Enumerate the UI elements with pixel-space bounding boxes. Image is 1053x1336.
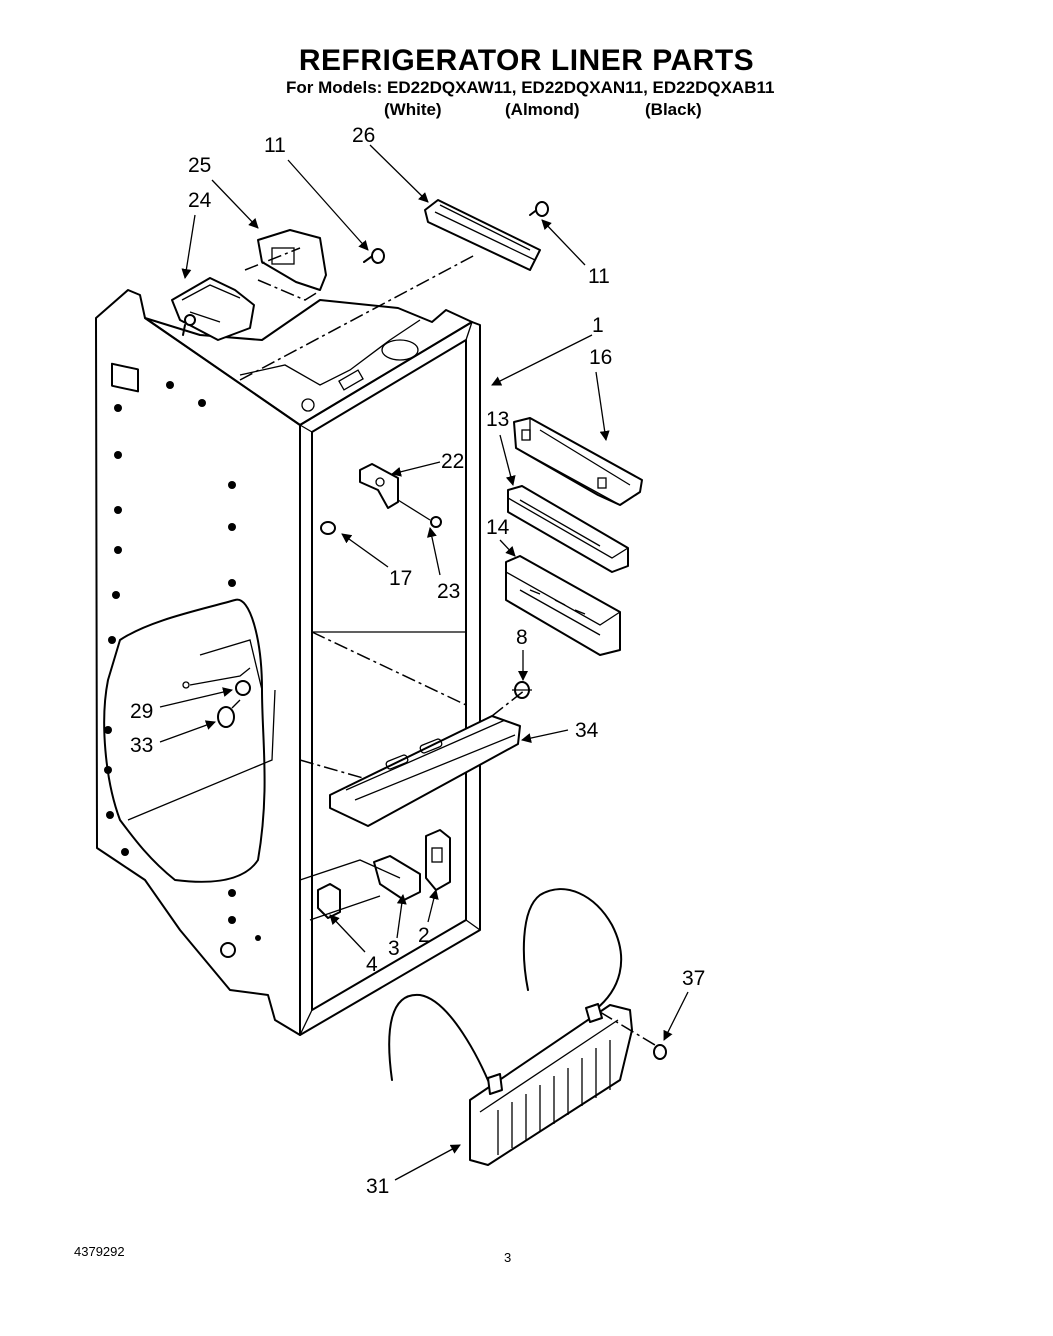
bracket-2: [425, 829, 451, 891]
color-almond: (Almond): [505, 100, 580, 119]
callout-31: 31: [366, 1175, 389, 1198]
screw-23: [397, 499, 442, 528]
light-shield-34: [329, 689, 526, 827]
callout-22: 22: [441, 450, 464, 473]
control-housing-24: [171, 277, 255, 341]
screw-11-right: [529, 201, 549, 217]
liner-cabinet: [95, 254, 481, 1036]
callout-34: 34: [575, 719, 599, 742]
callout-33: 33: [130, 734, 153, 757]
crisper-cover-16: [513, 417, 643, 506]
color-black: (Black): [645, 100, 702, 119]
callout-4: 4: [366, 953, 378, 976]
top-bracket-26: [424, 199, 541, 271]
callout-8: 8: [516, 626, 528, 649]
light-socket-29: [182, 667, 251, 696]
shelf-bracket-13: [507, 485, 629, 573]
callout-23: 23: [437, 580, 460, 603]
plug-17: [320, 521, 336, 535]
callout-13: 13: [486, 408, 509, 431]
screw-11-left: [363, 248, 385, 264]
light-bulb-33: [217, 699, 241, 728]
callout-16: 16: [589, 346, 612, 369]
bracket-22: [359, 463, 399, 509]
callout-24: 24: [188, 189, 212, 212]
heater-grille-31: [388, 888, 656, 1166]
page-title: REFRIGERATOR LINER PARTS: [298, 44, 755, 77]
callout-labels: 25 24 11 26 11 1 16 13 14 22 23 17 8 34 …: [130, 124, 705, 1198]
callout-11: 11: [588, 265, 610, 288]
callout-1: 1: [592, 314, 604, 337]
bracket-4: [299, 859, 401, 921]
document-number: 4379292: [74, 1244, 125, 1259]
callout-37: 37: [682, 967, 705, 990]
callout-25: 25: [188, 154, 211, 177]
screw-37: [653, 1044, 667, 1060]
control-cover-25: [244, 229, 327, 301]
leader-lines: [159, 144, 689, 1181]
shelf-bracket-14: [505, 555, 621, 656]
callout-14: 14: [486, 516, 510, 539]
model-numbers: For Models: ED22DQXAW11, ED22DQXAN11, ED…: [286, 78, 775, 97]
callout-26: 26: [352, 124, 375, 147]
callout-11: 11: [264, 134, 286, 157]
bracket-3: [373, 855, 421, 901]
callout-29: 29: [130, 700, 153, 723]
callout-3: 3: [388, 937, 400, 960]
callout-2: 2: [418, 924, 430, 947]
page-number: 3: [504, 1250, 512, 1265]
screw-8: [512, 681, 532, 699]
color-white: (White): [384, 100, 442, 119]
callout-17: 17: [389, 567, 412, 590]
